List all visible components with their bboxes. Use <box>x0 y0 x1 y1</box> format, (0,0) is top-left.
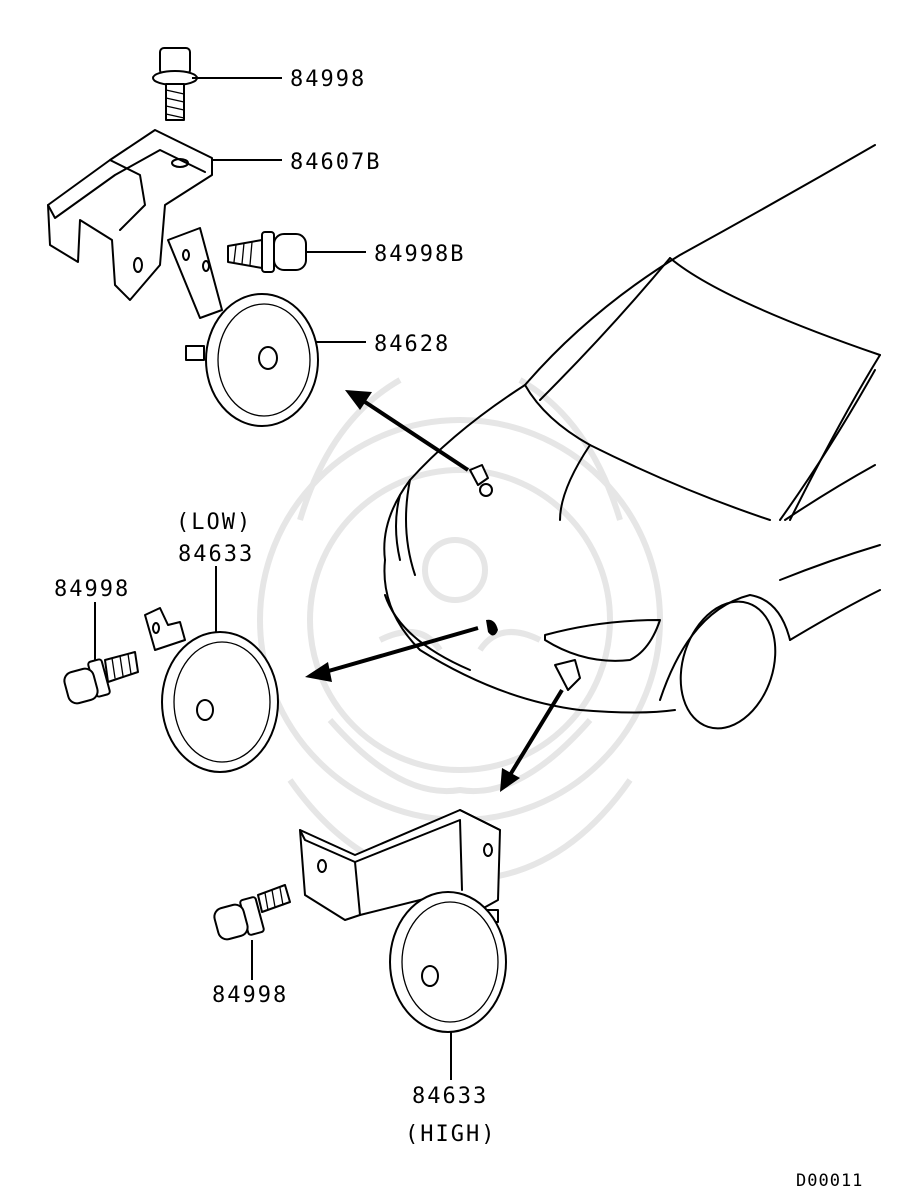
label-high-tag: (HIGH) <box>405 1122 496 1147</box>
leader-lines <box>94 77 452 1080</box>
label-bolt-top: 84998 <box>290 67 366 92</box>
bracket-top <box>47 129 213 301</box>
label-low-tag: (LOW) <box>176 510 252 535</box>
arrow-to-top-horn <box>345 390 470 472</box>
bolt-bottom <box>213 884 291 941</box>
label-diagram-code: D00011 <box>796 1171 863 1187</box>
label-bolt-top-right: 84998B <box>374 242 465 267</box>
horn-high <box>389 891 507 1033</box>
watermark-emblem <box>257 377 663 884</box>
horn-low <box>144 607 279 773</box>
label-bolt-left: 84998 <box>54 577 130 602</box>
label-bolt-bottom: 84998 <box>212 983 288 1008</box>
arrow-to-high-horn <box>500 688 564 792</box>
horn-top <box>167 227 319 427</box>
label-horn-high: 84633 <box>412 1084 488 1109</box>
label-bracket-top: 84607B <box>290 150 381 175</box>
label-horn-low: 84633 <box>178 542 254 567</box>
arrow-to-low-horn <box>305 626 479 682</box>
bolt-top <box>152 47 198 121</box>
car-front-outline <box>383 144 881 730</box>
label-horn-top: 84628 <box>374 332 450 357</box>
bolt-left <box>63 651 139 705</box>
bolt-top-right <box>227 231 307 273</box>
